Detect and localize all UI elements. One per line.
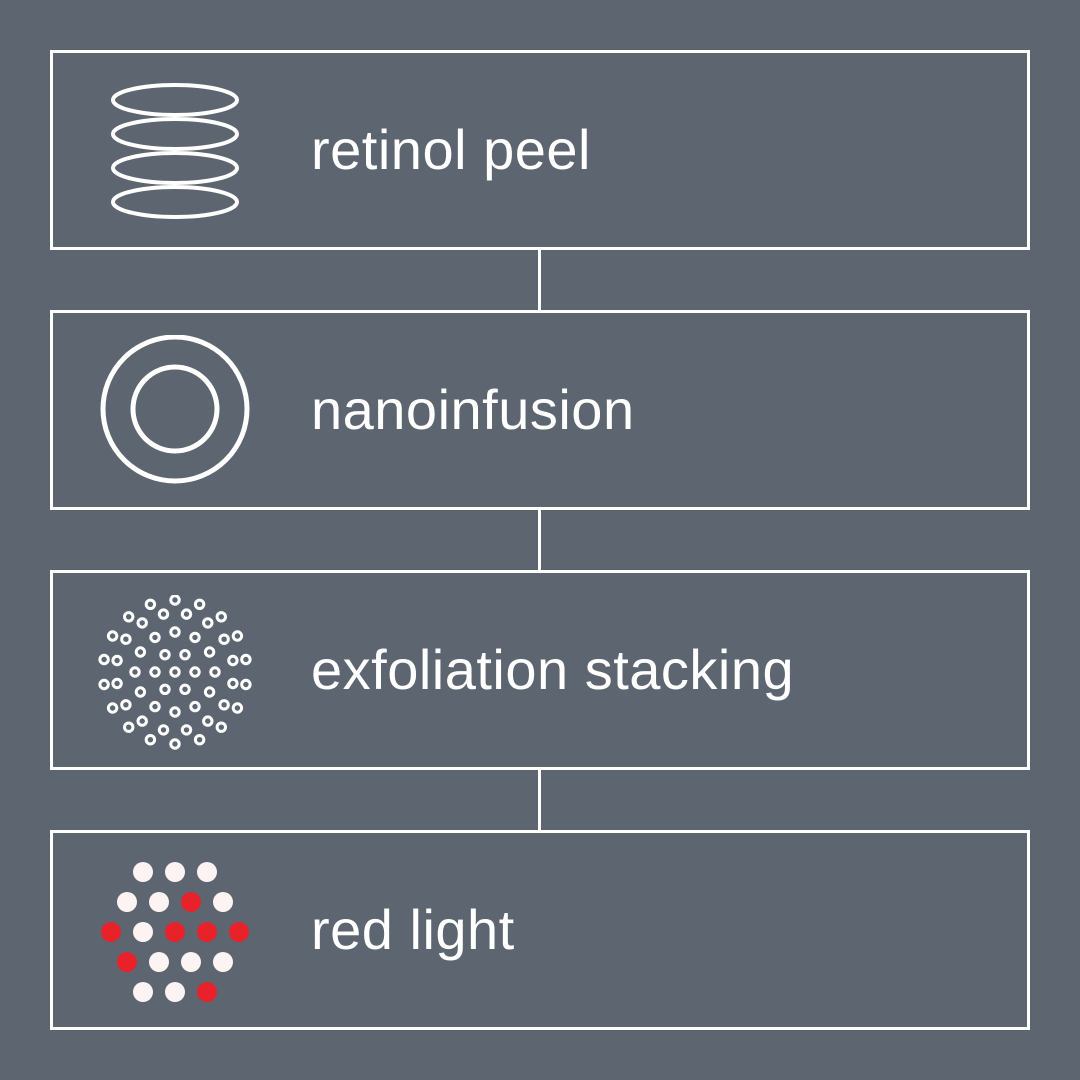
connector-line [538, 510, 541, 570]
step-label: exfoliation stacking [311, 638, 795, 701]
dot [189, 700, 201, 713]
dot [202, 617, 214, 629]
dot [169, 666, 181, 678]
dot [179, 683, 191, 696]
dot [134, 646, 147, 658]
step-exfoliation-stacking: exfoliation stacking [50, 570, 1030, 770]
step-nanoinfusion: nanoinfusion [50, 310, 1030, 510]
red-dot [181, 892, 201, 912]
dot [240, 653, 252, 666]
dot [202, 715, 214, 727]
dot [120, 633, 132, 645]
dot [134, 686, 147, 698]
dot [189, 631, 201, 644]
dot [169, 595, 181, 606]
dot [209, 666, 221, 678]
red-dot [165, 922, 185, 942]
dot [136, 715, 148, 727]
red-dot [117, 952, 137, 972]
dot [215, 721, 228, 733]
white-dot [117, 892, 137, 912]
white-dot [133, 982, 153, 1002]
dot [98, 678, 110, 691]
dot [129, 666, 141, 678]
dot [157, 724, 170, 736]
dot [203, 686, 216, 698]
dot [180, 724, 193, 736]
dot [136, 617, 148, 629]
dot [159, 649, 171, 661]
dot [149, 631, 161, 644]
dot [189, 666, 201, 678]
white-dot [133, 862, 153, 882]
dot [231, 702, 244, 714]
dot [98, 653, 110, 666]
red-dot [197, 922, 217, 942]
dot [106, 702, 119, 714]
dot [218, 633, 230, 645]
dot [157, 608, 170, 620]
white-dot [165, 862, 185, 882]
dot [111, 677, 123, 690]
red-light-dots-icon [101, 862, 249, 1002]
white-dot [133, 922, 153, 942]
dot [193, 734, 206, 746]
dot [149, 666, 161, 678]
dot [123, 611, 135, 623]
dot [149, 700, 161, 713]
white-dot [149, 952, 169, 972]
dot [227, 654, 239, 667]
stacked-layers-icon [111, 83, 239, 219]
step-label: red light [311, 898, 515, 961]
dot [123, 721, 135, 733]
dot [169, 738, 181, 750]
dot [227, 677, 239, 690]
white-dot [213, 952, 233, 972]
dot [215, 611, 228, 623]
dot [231, 630, 244, 642]
step-label: nanoinfusion [311, 378, 635, 441]
dot [144, 598, 157, 610]
dot [111, 654, 123, 667]
dot [193, 598, 206, 610]
red-dot [197, 982, 217, 1002]
dot [203, 646, 216, 658]
dot [169, 706, 181, 718]
dotted-circle-icon [98, 595, 252, 750]
step-red-light: red light [50, 830, 1030, 1030]
red-dot [101, 922, 121, 942]
dot [120, 699, 132, 711]
white-dot [165, 982, 185, 1002]
white-dot [181, 952, 201, 972]
dot [180, 608, 193, 620]
concentric-rings-icon [100, 335, 250, 484]
dot [179, 649, 191, 661]
dot [218, 699, 230, 711]
connector-line [538, 770, 541, 830]
white-dot [149, 892, 169, 912]
dot [144, 734, 157, 746]
connector-line [538, 250, 541, 310]
red-dot [229, 922, 249, 942]
dot [159, 683, 171, 696]
step-retinol-peel: retinol peel [50, 50, 1030, 250]
step-label: retinol peel [311, 118, 591, 181]
dot [240, 678, 252, 691]
dot [106, 630, 119, 642]
white-dot [197, 862, 217, 882]
white-dot [213, 892, 233, 912]
dot [169, 626, 181, 638]
